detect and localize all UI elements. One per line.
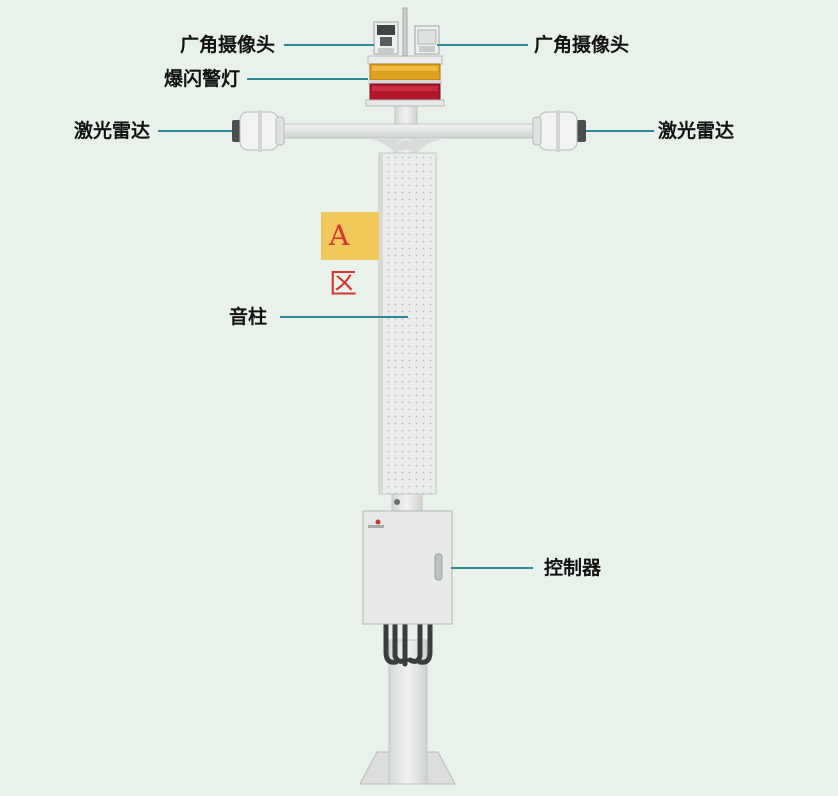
- label-camera-left: 广角摄像头: [180, 34, 276, 56]
- label-lidar-right: 激光雷达: [658, 120, 735, 142]
- label-sound-column: 音柱: [229, 306, 268, 328]
- lidar-left: [232, 110, 285, 152]
- strobe-light: [365, 55, 445, 107]
- label-controller: 控制器: [544, 557, 602, 579]
- zone-sign: A区: [321, 212, 379, 300]
- cable-bundle: [383, 621, 433, 667]
- leader-lines: [158, 44, 654, 569]
- sound-column: [378, 152, 437, 495]
- label-lidar-left: 激光雷达: [74, 120, 151, 142]
- lidar-right: [532, 110, 586, 152]
- controller-box: [362, 510, 453, 625]
- pole-base: [359, 639, 456, 785]
- label-strobe-light: 爆闪警灯: [164, 68, 241, 90]
- antenna: [402, 7, 408, 57]
- camera-left: [373, 21, 399, 55]
- label-camera-right: 广角摄像头: [534, 34, 630, 56]
- camera-right: [414, 25, 440, 55]
